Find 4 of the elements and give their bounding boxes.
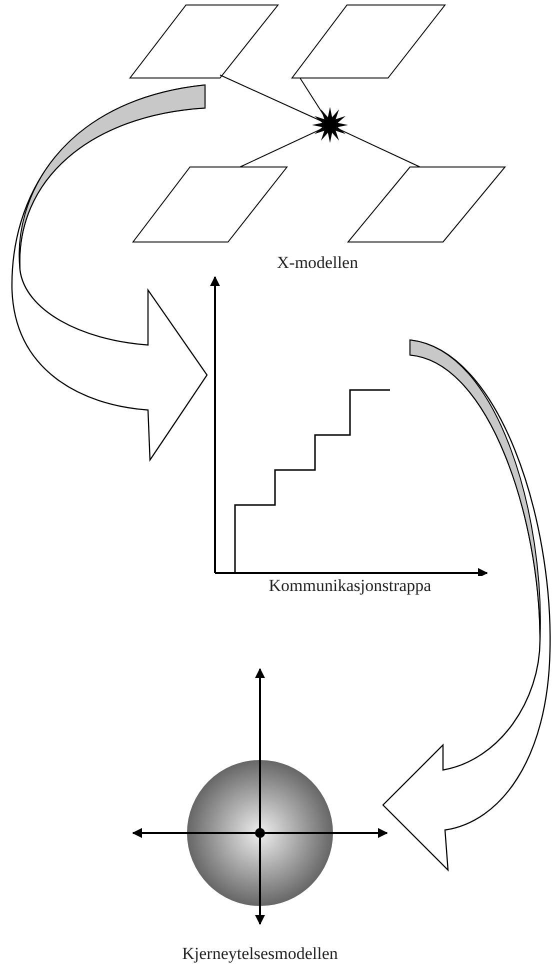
diagram-caption: Kjerneytelsesmodellen [181, 944, 339, 964]
diagram-caption: Kommunikasjonstrappa [268, 576, 432, 596]
diagram-caption: X-modellen [276, 253, 360, 273]
curved-block-arrow [382, 339, 551, 871]
